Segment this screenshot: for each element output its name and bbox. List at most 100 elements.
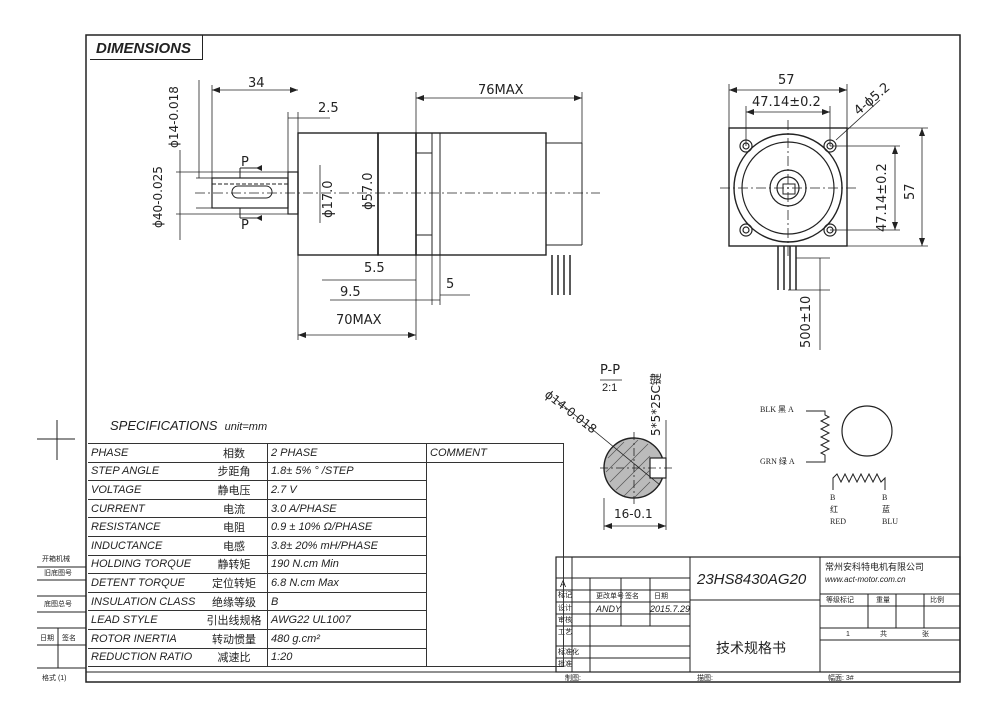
spec-name: CURRENT [88, 498, 201, 518]
margin-label-2: 旧底图号 [44, 570, 72, 577]
margin-label-1: 开箱机械 [42, 556, 70, 563]
spec-value: 6.8 N.cm Max [267, 573, 427, 593]
dim-70max: 70MAX [336, 313, 382, 328]
spec-value: 2.7 V [267, 480, 427, 500]
dim-5-5: 5.5 [364, 261, 385, 276]
spec-value: AWG22 UL1007 [267, 610, 427, 630]
spec-name: LEAD STYLE [88, 610, 201, 630]
row-standard: 标准化 [558, 649, 579, 656]
wire-blk-label: BLK 黑 A [760, 405, 794, 414]
section-scale: 2:1 [602, 382, 618, 394]
spec-name: VOLTAGE [88, 480, 201, 500]
spec-name-cn: 转动惯量 [201, 628, 268, 649]
dim-shaft-14: ϕ14-0.018 [167, 86, 181, 148]
dim-17: ϕ17.0 [321, 180, 336, 218]
margin-label-5: 签名 [62, 635, 76, 642]
col-sign: 签名 [625, 593, 639, 600]
spec-name-cn: 电感 [201, 535, 268, 556]
row-approve: 批准 [558, 661, 572, 668]
wire-red-en: RED [830, 517, 846, 526]
spec-value: 0.9 ± 10% Ω/PHASE [267, 517, 427, 537]
margin-label-4: 日期 [40, 635, 54, 642]
specifications-heading: SPECIFICATIONS unit=mm [110, 418, 268, 433]
model-number: 23HS8430AG20 [697, 571, 807, 588]
dim-height-47: 47.14±0.2 [875, 163, 890, 232]
sheet-of: 张 [922, 631, 929, 638]
spec-name: PHASE [88, 443, 201, 463]
spec-name-cn: 静转矩 [201, 554, 268, 574]
dim-lead-500: 500±10 [799, 295, 814, 348]
design-date: 2015.7.29 [650, 604, 691, 614]
drawn-by-label: 制图: [565, 675, 581, 682]
comment-cell [426, 461, 564, 668]
spec-name: ROTOR INERTIA [88, 628, 201, 649]
document-title: 技术规格书 [716, 640, 786, 656]
dim-flange-40: ϕ40-0.025 [151, 166, 165, 228]
spec-name-cn: 绝缘等级 [201, 591, 268, 611]
margin-label-3: 底图总号 [44, 601, 72, 608]
spec-name: DETENT TORQUE [88, 573, 201, 593]
format-label: 幅面: 3# [828, 675, 854, 682]
dim-9-5: 9.5 [340, 285, 361, 300]
dim-57-dia: ϕ57.0 [361, 172, 376, 210]
dimensions-title: DIMENSIONS [90, 35, 203, 60]
wire-b1-label: B [830, 493, 836, 502]
spec-name: STEP ANGLE [88, 461, 201, 481]
spec-name-cn: 减速比 [201, 647, 268, 668]
spec-unit: unit=mm [224, 421, 268, 433]
ratio-label: 比例 [930, 597, 944, 604]
spec-name: INDUCTANCE [88, 535, 201, 556]
row-review: 审核 [558, 617, 572, 624]
spec-name-cn: 电阻 [201, 517, 268, 537]
dim-2-5: 2.5 [318, 101, 339, 116]
spec-name-cn: 静电压 [201, 480, 268, 500]
comment-header: COMMENT [426, 443, 564, 463]
section-width: 16-0.1 [614, 507, 653, 521]
traced-by-label: 描图: [697, 675, 713, 682]
spec-value: 190 N.cm Min [267, 554, 427, 574]
spec-name-cn: 步距角 [201, 461, 268, 481]
spec-value: 1:20 [267, 647, 427, 668]
wire-grn-label: GRN 绿 A [760, 457, 795, 466]
wire-blu-en: BLU [882, 517, 898, 526]
sheet-number: 1 [846, 631, 850, 638]
section-key: 5*5*25C键 [649, 373, 663, 436]
dim-5: 5 [446, 277, 455, 292]
revision-a: A [560, 579, 567, 589]
dim-height-57: 57 [903, 183, 918, 200]
row-design: 设计 [558, 605, 572, 612]
grade-mark: 等级标记 [826, 597, 854, 604]
dim-width-57: 57 [778, 73, 795, 88]
section-mark-bottom: P [241, 218, 249, 233]
spec-name: REDUCTION RATIO [88, 647, 201, 668]
spec-value: 3.0 A/PHASE [267, 498, 427, 518]
dim-width-47: 47.14±0.2 [752, 95, 821, 110]
spec-name: INSULATION CLASS [88, 591, 201, 611]
dim-34: 34 [248, 76, 265, 91]
dim-76max: 76MAX [478, 83, 524, 98]
spec-value: 1.8± 5% ° /STEP [267, 461, 427, 481]
spec-value: 480 g.cm² [267, 628, 427, 649]
spec-value: B [267, 591, 427, 611]
spec-name-cn: 电流 [201, 498, 268, 518]
wire-blu-cn: 蓝 [882, 505, 890, 514]
spec-name-cn: 定位转矩 [201, 573, 268, 593]
spec-name: HOLDING TORQUE [88, 554, 201, 574]
company-website: www.act-motor.com.cn [825, 575, 906, 584]
section-mark-top: P [241, 155, 249, 170]
company-name: 常州安科特电机有限公司 [825, 562, 925, 572]
col-change-no: 更改单号 [596, 593, 624, 600]
spec-name-cn: 引出线规格 [201, 610, 268, 630]
sheets-total: 共 [880, 631, 887, 638]
